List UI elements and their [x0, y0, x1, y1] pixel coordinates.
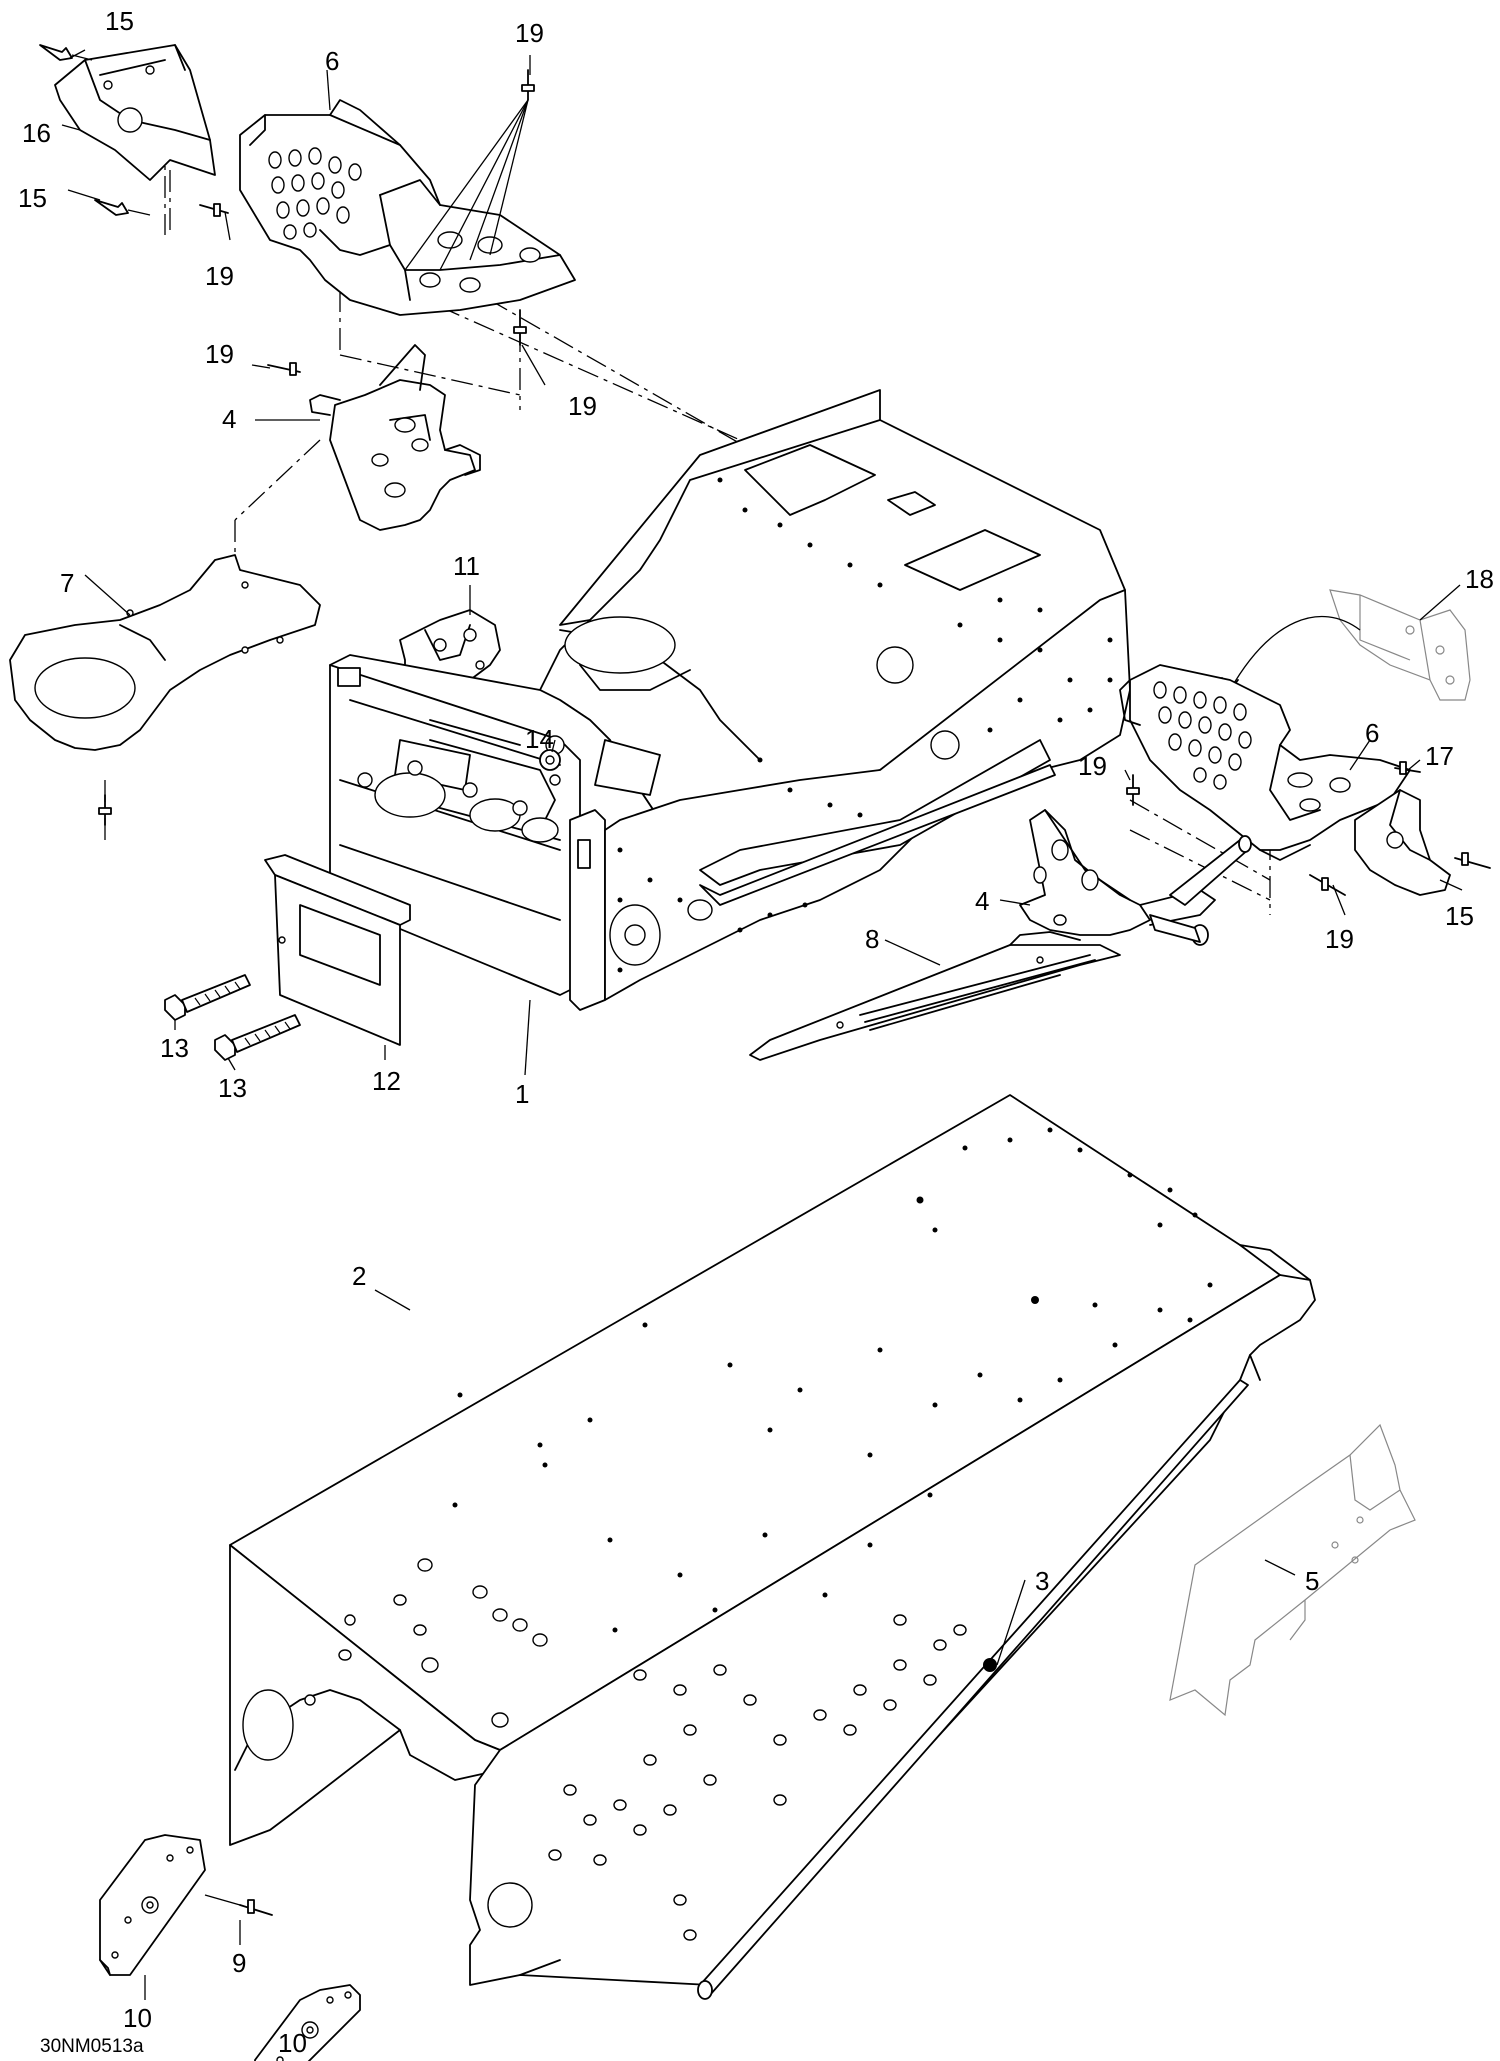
callout-labels: 15 16 15 19 6 19 19 4 19 7 11 14 18 6 19… [18, 6, 1494, 2058]
callout-6: 6 [1365, 718, 1379, 748]
callout-10: 10 [123, 2003, 152, 2033]
callout-5: 5 [1305, 1566, 1319, 1596]
callout-18: 18 [1465, 564, 1494, 594]
part-6-right-footrest [1119, 664, 1411, 861]
part-19-rivet-right-top [1126, 774, 1140, 806]
part-7-fastener [98, 794, 112, 826]
part-8-strip [749, 931, 1121, 1061]
part-19-rivet-mid [513, 309, 527, 346]
callout-15: 15 [18, 183, 47, 213]
part-17-fastener [1394, 761, 1421, 775]
part-19-rivet-top [404, 69, 535, 271]
part-13-bolt-a [164, 974, 251, 1021]
callout-19: 19 [205, 339, 234, 369]
callout-4: 4 [975, 886, 989, 916]
callout-13: 13 [218, 1073, 247, 1103]
callout-11: 11 [453, 551, 480, 581]
callout-15: 15 [1445, 901, 1474, 931]
part-right-bracket [1354, 789, 1451, 896]
part-10-plate-b [254, 1984, 361, 2061]
part-19-rivet-mid-left [267, 362, 301, 376]
figure-code: 30NM0513a [40, 2036, 144, 2057]
part-2-tunnel [229, 1094, 1316, 2000]
part-14-nut [539, 749, 561, 771]
callout-3: 3 [1035, 1566, 1049, 1596]
callout-8: 8 [865, 924, 879, 954]
tunnel-2-rivet-holes [452, 1127, 1213, 1633]
part-15-screw-left [94, 199, 151, 216]
callout-19: 19 [205, 261, 234, 291]
part-13-bolt-b [214, 1014, 301, 1061]
part-19-rivet-left [199, 203, 229, 217]
callout-17: 17 [1425, 741, 1454, 771]
part-10-plate-a [99, 1834, 206, 1976]
part-9-rivet [204, 1894, 273, 1916]
callout-13: 13 [160, 1033, 189, 1063]
frame-1-rivet-holes [617, 477, 1113, 973]
callout-7: 7 [60, 568, 74, 598]
footrest-6-holes [268, 147, 541, 293]
part-1-main-frame [329, 389, 1131, 1011]
callout-9: 9 [232, 1948, 246, 1978]
part-4-right-bracket [1019, 809, 1252, 946]
part-7-panel [9, 554, 321, 751]
callout-10: 10 [278, 2028, 307, 2058]
callout-4: 4 [222, 404, 236, 434]
footrest-6b-holes [1153, 681, 1351, 812]
callout-16: 16 [22, 118, 51, 148]
callout-19: 19 [568, 391, 597, 421]
callout-19: 19 [1325, 924, 1354, 954]
callout-14: 14 [525, 724, 554, 754]
callout-15: 15 [105, 6, 134, 36]
callout-leaders [61, 49, 1463, 2000]
callout-19: 19 [1078, 751, 1107, 781]
part-19-rivet-right-bottom [1309, 874, 1346, 896]
part-18-bracket [1329, 589, 1471, 701]
part-16-bracket [54, 44, 216, 181]
callout-19: 19 [515, 18, 544, 48]
part-15-screw-right [1454, 852, 1491, 869]
callout-6: 6 [325, 46, 339, 76]
callout-2: 2 [352, 1261, 366, 1291]
part-4-left-bracket [309, 344, 481, 531]
part-12-bracket [264, 854, 411, 1046]
callout-12: 12 [372, 1066, 401, 1096]
part-15-screw-top [39, 44, 93, 61]
part-5-plate [1169, 1423, 1416, 1717]
tunnel-2-side-holes [304, 1558, 967, 1941]
callout-1: 1 [515, 1079, 529, 1109]
part-6-left-footrest [239, 99, 576, 316]
